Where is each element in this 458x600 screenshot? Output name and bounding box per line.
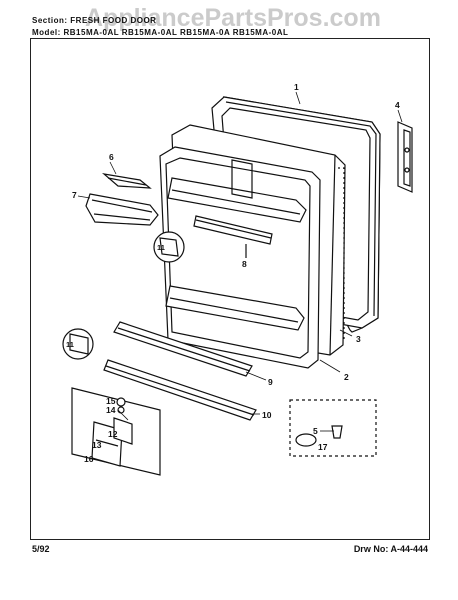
callout-9: 9 <box>268 377 273 387</box>
callout-7: 7 <box>72 190 77 200</box>
callout-13: 13 <box>92 440 102 450</box>
part-hinge <box>397 121 413 193</box>
part-shelf-bar <box>193 215 273 258</box>
callout-4: 4 <box>395 100 400 110</box>
detail-circle-upper <box>153 231 185 263</box>
part-door-liner <box>159 146 321 369</box>
hardware-inset <box>71 387 161 476</box>
callout-16: 16 <box>84 454 94 464</box>
stopper-inset <box>289 399 377 457</box>
part-trim-strip-upper <box>113 321 253 377</box>
drawing-number: Drw No: A-44-444 <box>353 544 428 554</box>
part-trim-strip-lower <box>103 359 257 421</box>
callout-3: 3 <box>356 334 361 344</box>
callout-1: 1 <box>294 82 299 92</box>
footer-date: 5/92 <box>32 544 50 554</box>
callout-6: 6 <box>109 152 114 162</box>
callout-labels: 1 2 3 4 5 6 7 8 9 10 11 11 12 13 14 15 1… <box>66 82 400 464</box>
callout-10: 10 <box>262 410 272 420</box>
model-line: Model: RB15MA-0AL RB15MA-0AL RB15MA-0A R… <box>32 28 289 37</box>
callout-14: 14 <box>106 405 116 415</box>
callout-8: 8 <box>242 259 247 269</box>
detail-circle-lower <box>62 328 94 360</box>
watermark: AppliancePartsPros.com <box>85 4 381 32</box>
callout-11-upper: 11 <box>157 243 165 252</box>
callout-2: 2 <box>344 372 349 382</box>
callout-17: 17 <box>318 442 328 452</box>
callout-15: 15 <box>106 396 116 406</box>
part-dairy-cover <box>101 173 152 189</box>
leader-lines <box>77 91 403 432</box>
diagram-frame <box>30 38 430 540</box>
callout-11-lower: 11 <box>66 340 74 349</box>
callout-12: 12 <box>108 429 118 439</box>
callout-5: 5 <box>313 426 318 436</box>
section-title: Section: FRESH FOOD DOOR <box>32 16 157 25</box>
part-dairy-bin <box>85 193 159 226</box>
